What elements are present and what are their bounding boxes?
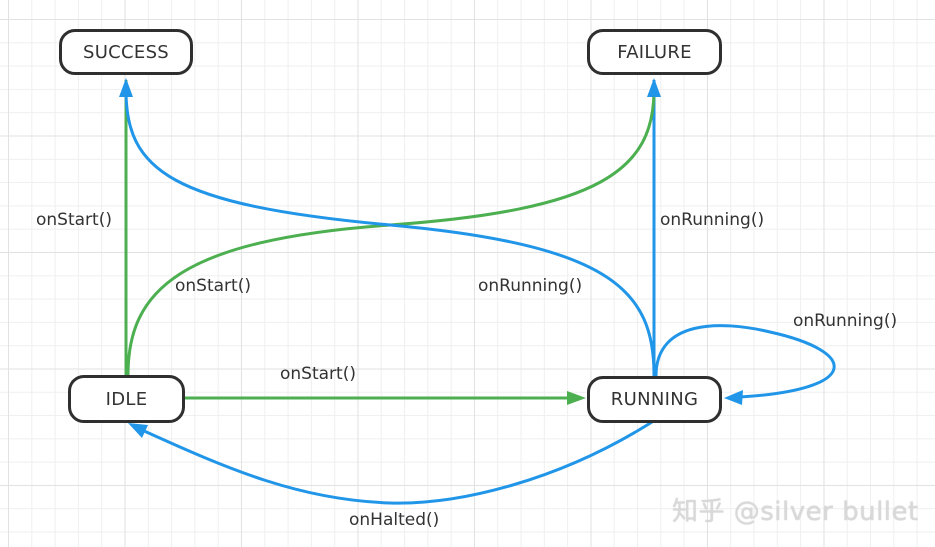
state-idle[interactable]: IDLE: [68, 375, 185, 423]
arrowhead-running-green: [567, 391, 586, 405]
state-idle-label: IDLE: [105, 388, 148, 410]
edge-running-to-success: [124, 89, 656, 376]
label-idle-to-success: onStart(): [36, 210, 112, 230]
label-running-to-failure: onRunning(): [660, 210, 765, 230]
state-running-label: RUNNING: [610, 389, 699, 410]
edge-running-self-loop: [654, 324, 836, 399]
arrowhead-success-green-blue: [119, 78, 133, 97]
state-failure-label: FAILURE: [617, 41, 692, 63]
arrowhead-running-self: [724, 390, 743, 405]
state-failure[interactable]: FAILURE: [587, 29, 722, 75]
arrowhead-failure: [647, 78, 661, 97]
state-success-label: SUCCESS: [82, 41, 170, 63]
edge-idle-to-failure: [126, 89, 656, 376]
edge-running-to-idle: [141, 420, 653, 505]
label-running-to-idle: onHalted(): [349, 510, 440, 530]
label-idle-to-failure: onStart(): [175, 276, 251, 296]
watermark: 知乎 @silver bullet: [672, 497, 919, 527]
label-running-self-loop: onRunning(): [793, 311, 898, 331]
state-success[interactable]: SUCCESS: [59, 29, 193, 75]
label-running-to-success: onRunning(): [478, 276, 583, 296]
state-running[interactable]: RUNNING: [587, 376, 722, 423]
arrowhead-idle-blue: [128, 423, 148, 438]
label-idle-to-running: onStart(): [280, 364, 356, 384]
